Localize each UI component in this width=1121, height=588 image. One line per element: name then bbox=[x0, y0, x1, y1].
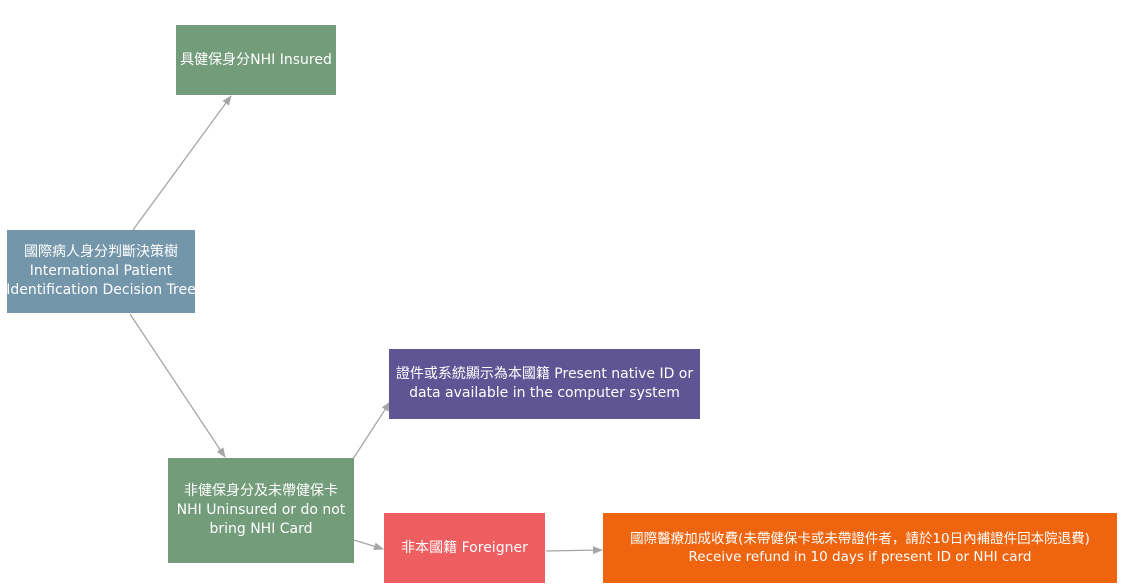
insured-node: 具健保身分NHI Insured bbox=[176, 25, 336, 95]
uninsured-node-label-en-1: NHI Uninsured or do not bbox=[176, 502, 346, 519]
root-node-label-zh: 國際病人身分判斷決策樹 bbox=[24, 244, 178, 261]
root-node-label-en-2: Identification Decision Tree bbox=[6, 281, 196, 298]
insured-node-label: 具健保身分NHI Insured bbox=[180, 51, 332, 68]
native-id-node-label-1: 證件或系統顯示為本國籍 Present native ID or bbox=[395, 366, 694, 383]
edge-root-to-insured bbox=[132, 95, 232, 231]
international-fee-node-label-en: Receive refund in 10 days if present ID … bbox=[688, 549, 1032, 565]
uninsured-node-label-zh: 非健保身分及未帶健保卡 bbox=[183, 483, 338, 500]
native-id-node-label-2: data available in the computer system bbox=[409, 385, 680, 401]
uninsured-node: 非健保身分及未帶健保卡 NHI Uninsured or do not brin… bbox=[168, 458, 354, 563]
international-fee-node: 國際醫療加成收費(未帶健保卡或未帶證件者，請於10日內補證件回本院退費) Rec… bbox=[603, 513, 1117, 583]
native-id-node: 證件或系統顯示為本國籍 Present native ID or data av… bbox=[389, 349, 700, 419]
edge-foreigner-to-fee bbox=[545, 546, 603, 555]
foreigner-node-label: 非本國籍 Foreigner bbox=[401, 539, 528, 556]
root-node-label-en-1: International Patient bbox=[29, 263, 173, 280]
root-node: 國際病人身分判斷決策樹 International Patient Identi… bbox=[6, 230, 196, 313]
edge-root-to-uninsured bbox=[129, 313, 226, 458]
edge-uninsured-to-foreigner bbox=[353, 539, 384, 551]
edge-uninsured-to-native bbox=[352, 401, 391, 460]
foreigner-node: 非本國籍 Foreigner bbox=[384, 513, 545, 583]
uninsured-node-label-en-2: bring NHI Card bbox=[209, 520, 313, 537]
international-fee-node-label-zh: 國際醫療加成收費(未帶健保卡或未帶證件者，請於10日內補證件回本院退費) bbox=[630, 530, 1090, 547]
